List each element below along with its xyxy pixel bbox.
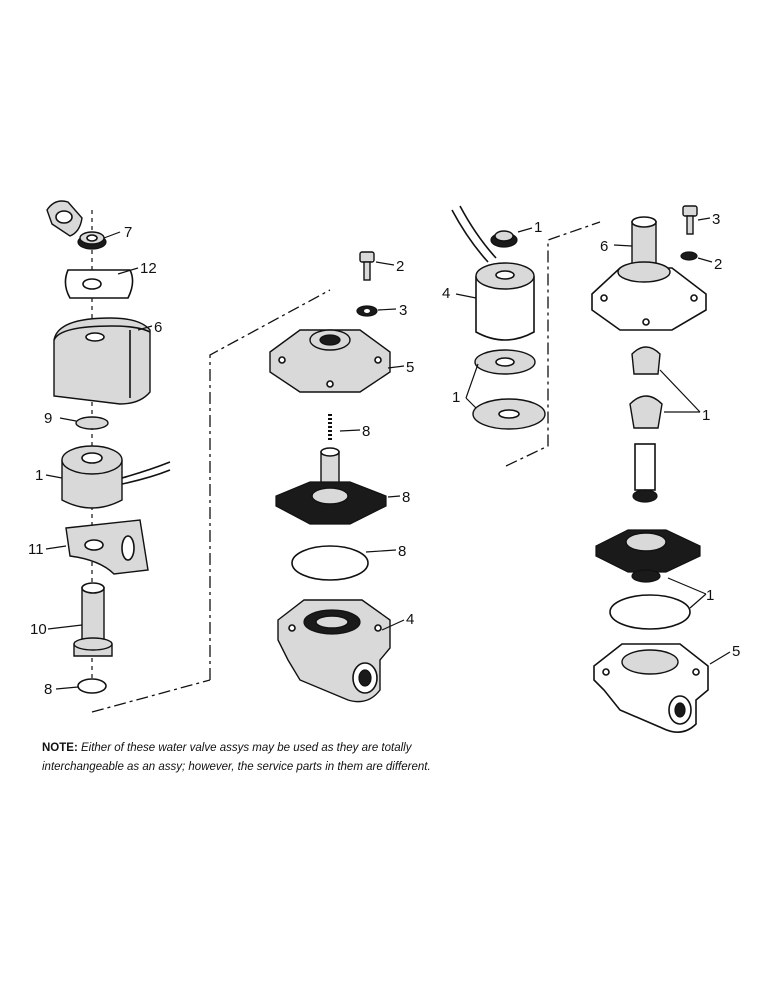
part-11-bracket <box>65 519 149 575</box>
callout-coil-1-washers: 1 <box>452 389 460 406</box>
part-1-washers <box>472 349 546 430</box>
callout-coil-4: 4 <box>442 285 450 302</box>
part-1-coil <box>61 445 171 509</box>
part-1-diaphragm <box>595 529 701 583</box>
part-6-bracket-cover <box>53 317 151 405</box>
part-10-tube <box>73 582 113 657</box>
part-8-o-ring <box>77 678 107 694</box>
callout-left-8: 8 <box>44 681 52 698</box>
callout-left-12: 12 <box>140 260 157 277</box>
callout-middle-3: 3 <box>399 302 407 319</box>
callout-left-6: 6 <box>154 319 162 336</box>
part-2-washer <box>680 251 698 261</box>
part-7-nut <box>77 231 107 250</box>
right-coil-assembly: 1 4 1 <box>442 205 546 430</box>
callout-left-11: 11 <box>28 541 44 558</box>
callout-coil-1-nut: 1 <box>534 219 542 236</box>
part-4-coil <box>475 262 535 341</box>
part-2-screw <box>359 251 375 281</box>
part-8-diaphragm <box>275 447 387 525</box>
callout-left-7: 7 <box>124 224 132 241</box>
connector-right <box>505 221 601 467</box>
connector-left-middle <box>91 289 331 713</box>
callout-middle-8-spring: 8 <box>362 423 370 440</box>
cap-piece <box>46 200 83 237</box>
part-8-large-o-ring <box>291 545 369 581</box>
right-valve-assembly: 6 3 2 1 1 5 <box>591 205 740 733</box>
part-6-bonnet <box>591 216 707 331</box>
callout-right-6: 6 <box>600 238 608 255</box>
note-text: Either of these water valve assys may be… <box>42 742 431 773</box>
callout-middle-2: 2 <box>396 258 404 275</box>
part-5-bonnet <box>269 329 391 393</box>
note-label: NOTE: <box>42 742 78 754</box>
part-3-screw <box>682 205 698 235</box>
callout-left-10: 10 <box>30 621 47 638</box>
part-5-valve-body <box>593 643 709 733</box>
part-1-plunger-set <box>629 346 663 503</box>
interchangeability-note: NOTE: Either of these water valve assys … <box>42 739 482 777</box>
callout-right-5: 5 <box>732 643 740 660</box>
part-4-valve-body <box>277 599 391 703</box>
callout-middle-4: 4 <box>406 611 414 628</box>
callout-right-1-diaphragm: 1 <box>706 587 714 604</box>
middle-valve-assembly: 2 3 5 8 8 8 4 <box>269 251 414 703</box>
callout-right-1-plunger: 1 <box>702 407 710 424</box>
left-valve-assembly: 7 12 6 9 1 11 10 8 <box>28 200 171 698</box>
callout-middle-8-o-ring: 8 <box>398 543 406 560</box>
part-1-nut <box>490 230 518 248</box>
callout-left-9: 9 <box>44 410 52 427</box>
part-1-o-ring <box>609 594 691 630</box>
callout-right-3: 3 <box>712 211 720 228</box>
callout-middle-5: 5 <box>406 359 414 376</box>
callout-right-2: 2 <box>714 256 722 273</box>
part-9-washer <box>75 416 109 430</box>
callout-left-1: 1 <box>35 467 43 484</box>
callout-middle-8-diaphragm: 8 <box>402 489 410 506</box>
part-12-plate <box>64 269 134 299</box>
part-3-washer <box>356 305 378 317</box>
